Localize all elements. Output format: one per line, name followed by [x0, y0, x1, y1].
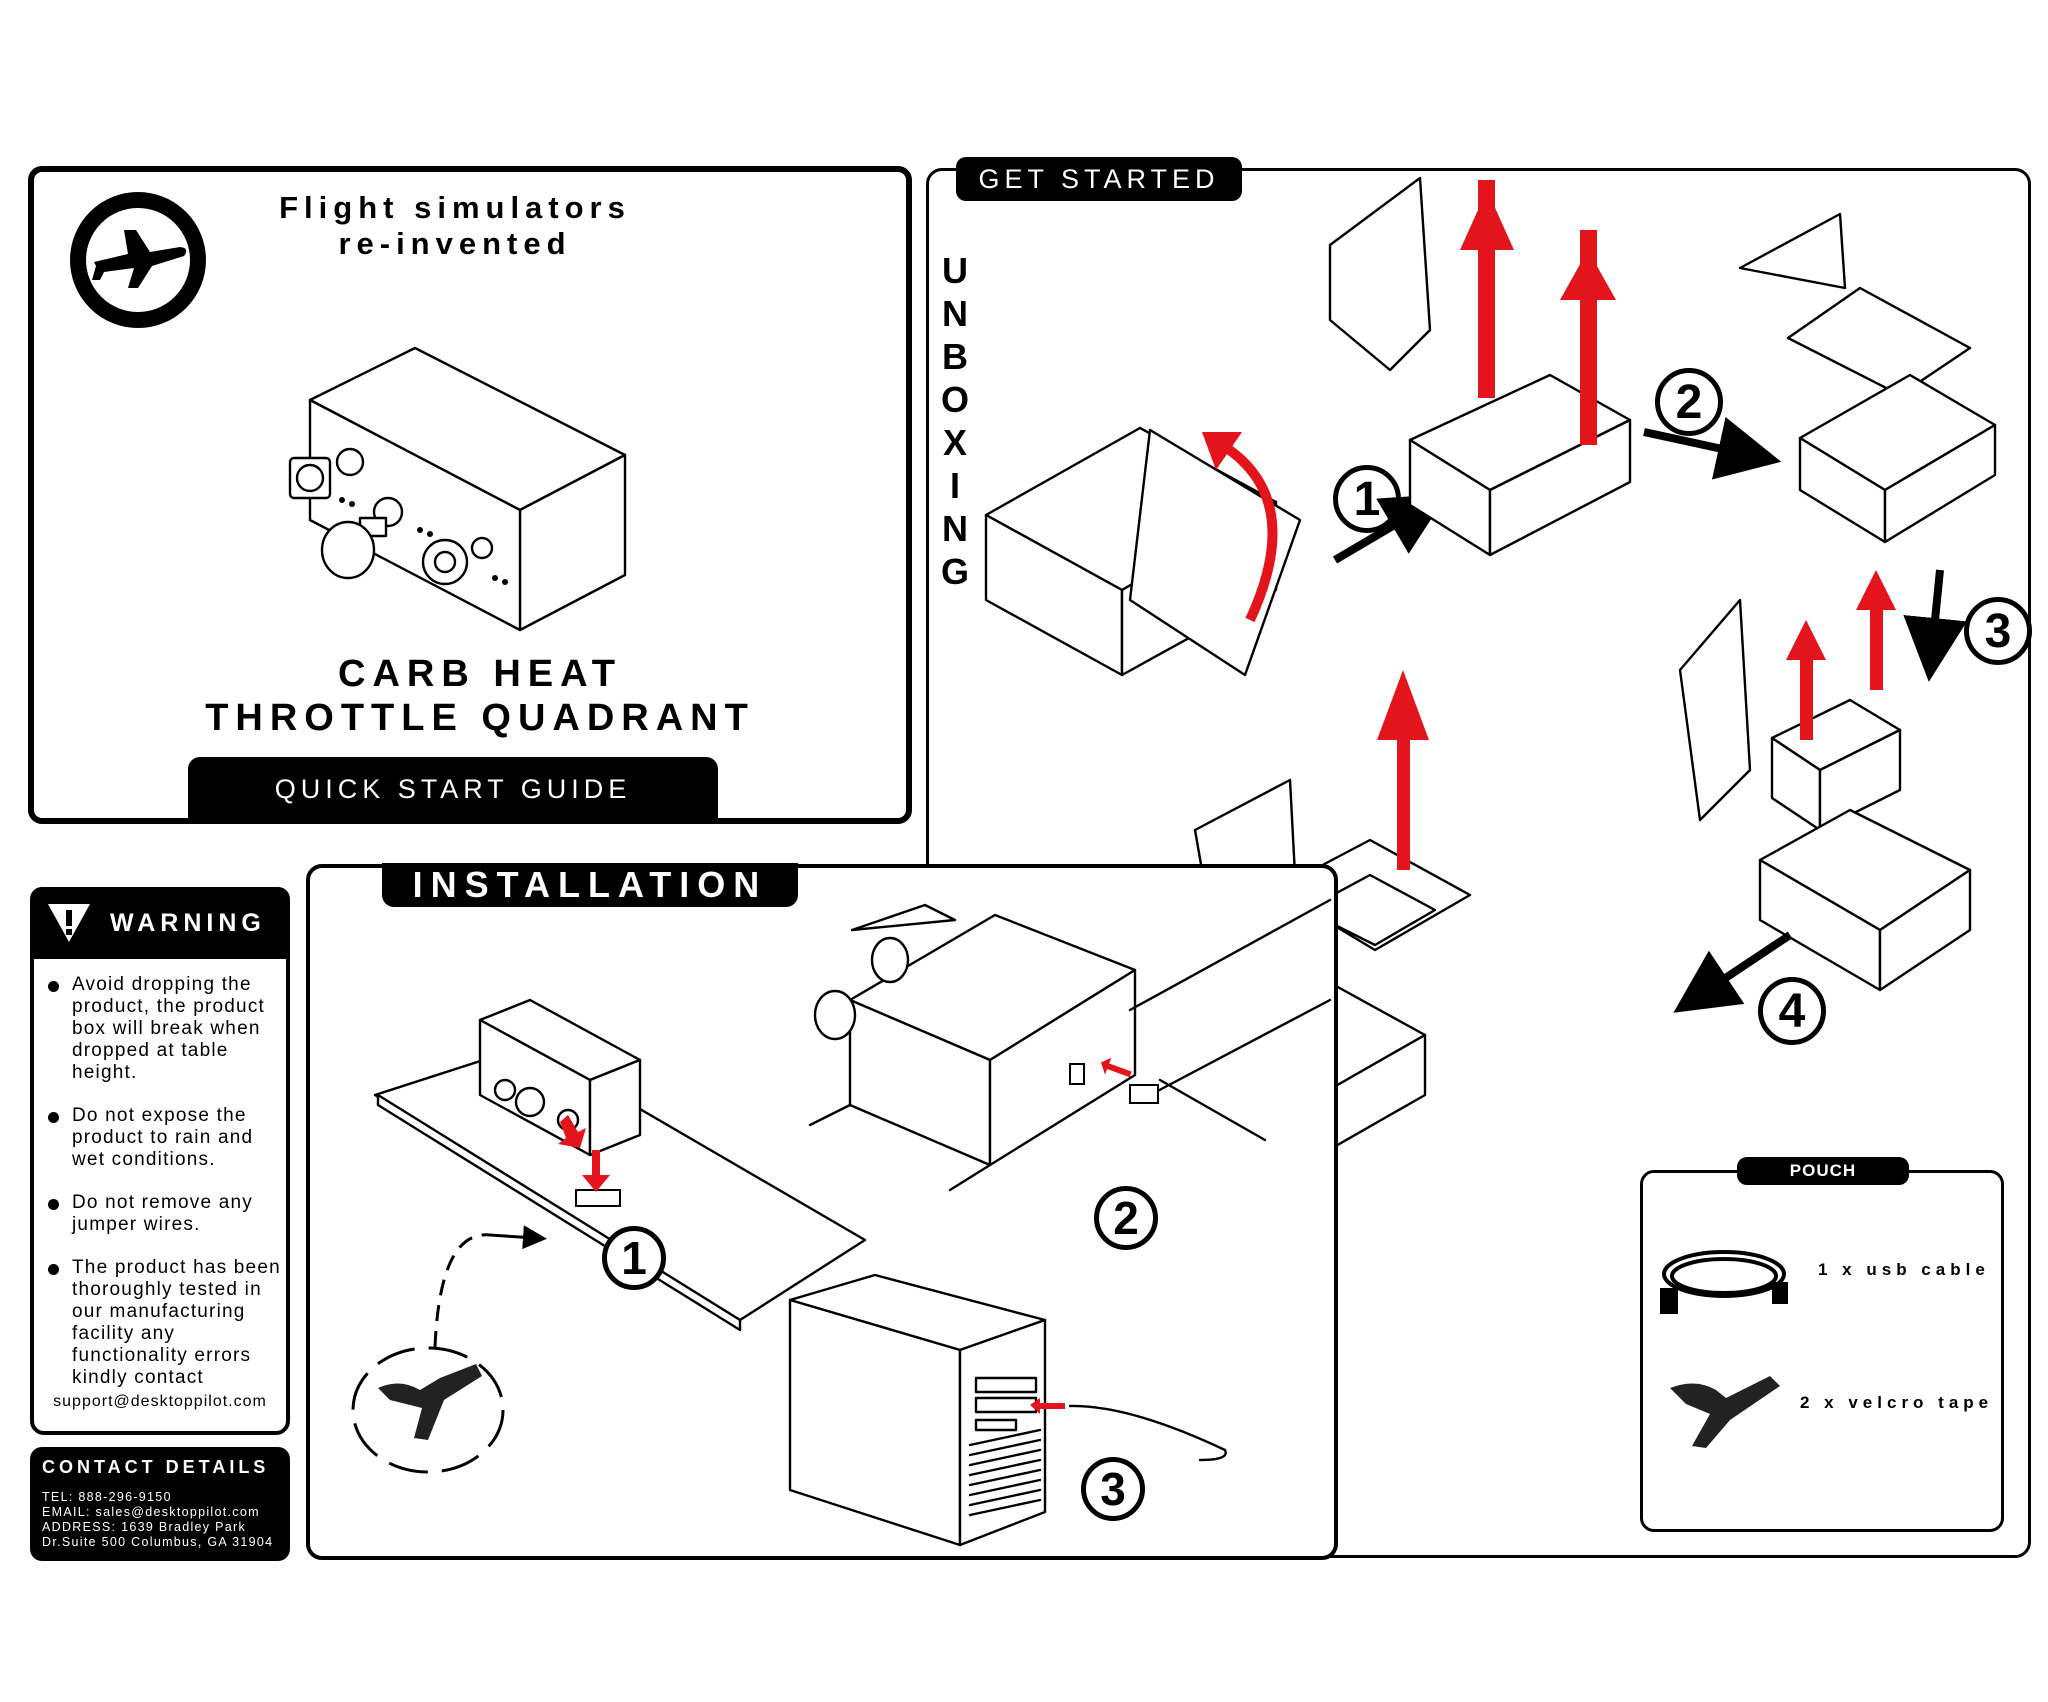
velcro-tape-icon	[1670, 1376, 1780, 1448]
warning-item: Do not expose the product to rain and we…	[34, 1105, 284, 1171]
warning-triangle-icon	[48, 904, 90, 942]
warning-item: Do not remove any jumper wires.	[34, 1192, 284, 1236]
contact-phone: TEL: 888-296-9150	[42, 1490, 172, 1504]
contact-panel: CONTACT DETAILS TEL: 888-296-9150 EMAIL:…	[30, 1447, 290, 1561]
warning-panel	[30, 887, 290, 1435]
contact-address-line1: ADDRESS: 1639 Bradley Park	[42, 1520, 247, 1534]
unboxing-step-number: 3	[1964, 597, 2032, 665]
warning-item: The product has been thoroughly tested i…	[34, 1257, 284, 1389]
pouch-panel	[1640, 1170, 2004, 1532]
unboxing-letter: U	[942, 250, 968, 291]
pouch-item-usb-cable: 1 x usb cable	[1818, 1260, 1990, 1279]
unboxing-illustration	[984, 176, 1997, 1157]
installation-step-number: 3	[1081, 1457, 1145, 1521]
unboxing-letter: I	[949, 465, 960, 506]
unboxing-step-number: 1	[1333, 465, 1401, 533]
unboxing-letter: G	[940, 551, 969, 592]
installation-label: INSTALLATION	[412, 864, 768, 905]
warning-item: Avoid dropping the product, the product …	[34, 974, 284, 1084]
pouch-item-velcro-tape: 2 x velcro tape	[1800, 1393, 1994, 1412]
get-started-label: GET STARTED	[978, 163, 1220, 194]
pouch-tab: POUCH	[1737, 1157, 1909, 1185]
warning-header: WARNING	[30, 887, 290, 959]
quick-start-guide-label: QUICK START GUIDE	[274, 773, 632, 804]
quick-start-guide-tab: QUICK START GUIDE	[188, 757, 718, 821]
installation-step-number: 1	[602, 1226, 666, 1290]
unboxing-letter: X	[942, 422, 967, 463]
unboxing-letter: N	[942, 293, 968, 334]
support-email: support@desktoppilot.com	[53, 1393, 267, 1410]
product-title-line2: THROTTLE QUADRANT	[205, 697, 755, 739]
contact-address-line2: Dr.Suite 500 Columbus, GA 31904	[42, 1535, 274, 1549]
pouch-label: POUCH	[1789, 1161, 1857, 1180]
throttle-quadrant-illustration	[288, 346, 627, 632]
installation-illustration	[351, 898, 1332, 1547]
unboxing-step-number: 4	[1758, 977, 1826, 1045]
installation-tab: INSTALLATION	[382, 863, 798, 907]
product-title-line1: CARB HEAT	[338, 653, 622, 695]
tagline-line1: Flight simulators	[279, 190, 631, 225]
warning-title: WARNING	[110, 908, 266, 937]
tagline-line2: re-invented	[338, 226, 572, 261]
unboxing-letter: N	[942, 508, 968, 549]
warning-list: Avoid dropping the product, the product …	[34, 974, 284, 1410]
unboxing-step-number: 2	[1655, 368, 1723, 436]
usb-cable-icon	[1660, 1250, 1788, 1314]
installation-step-number: 2	[1094, 1186, 1158, 1250]
get-started-tab: GET STARTED	[956, 157, 1242, 201]
contact-email: EMAIL: sales@desktoppilot.com	[42, 1505, 260, 1519]
unboxing-letter: O	[940, 379, 969, 420]
unboxing-letter: B	[942, 336, 968, 377]
airplane-logo-icon	[70, 192, 206, 328]
contact-title: CONTACT DETAILS	[42, 1457, 270, 1477]
